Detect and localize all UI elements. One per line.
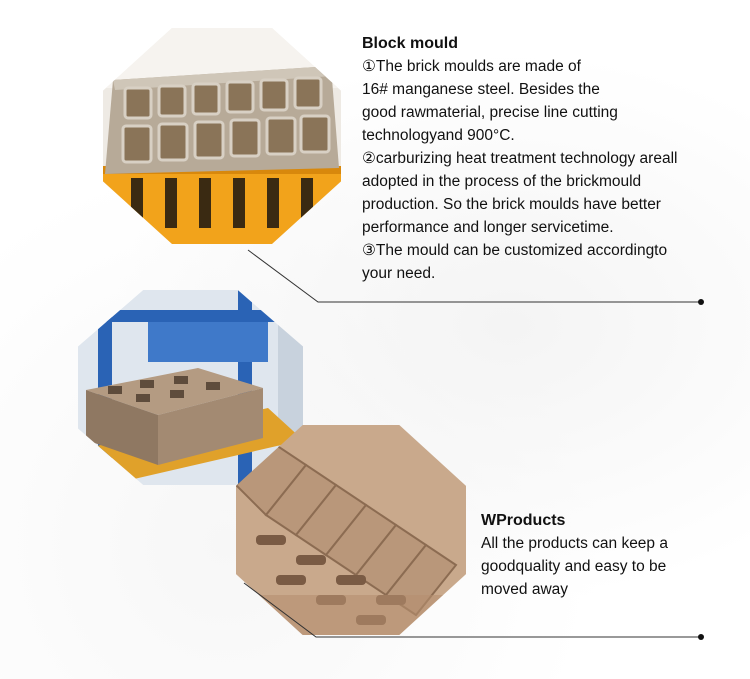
products-text: WProducts All the products can keep a go… [481, 509, 721, 601]
hollow-blocks-machine-photo [78, 290, 303, 485]
block-mould-line: 16# manganese steel. Besides the [362, 81, 600, 98]
products-line: goodquality and easy to be [481, 558, 667, 575]
block-mould-photo [103, 28, 341, 244]
products-stack-photo [236, 425, 466, 635]
block-mould-line: your need. [362, 265, 436, 282]
block-mould-line: ③The mould can be customized accordingto [362, 242, 668, 259]
block-mould-line: performance and longer servicetime. [362, 219, 614, 236]
block-mould-line: technologyand 900°C. [362, 127, 515, 144]
products-line: moved away [481, 581, 569, 598]
products-title: WProducts [481, 512, 566, 529]
block-mould-line: adopted in the process of the brickmould [362, 173, 642, 190]
block-mould-text: Block mould ①The brick moulds are made o… [362, 32, 722, 285]
block-mould-title: Block mould [362, 35, 459, 52]
block-mould-line: ①The brick moulds are made of [362, 58, 581, 75]
block-mould-line: good rawmaterial, precise line cutting [362, 104, 618, 121]
block-mould-line: ②carburizing heat treatment technology a… [362, 150, 678, 167]
products-line: All the products can keep a [481, 535, 668, 552]
block-mould-line: production. So the brick moulds have bet… [362, 196, 661, 213]
